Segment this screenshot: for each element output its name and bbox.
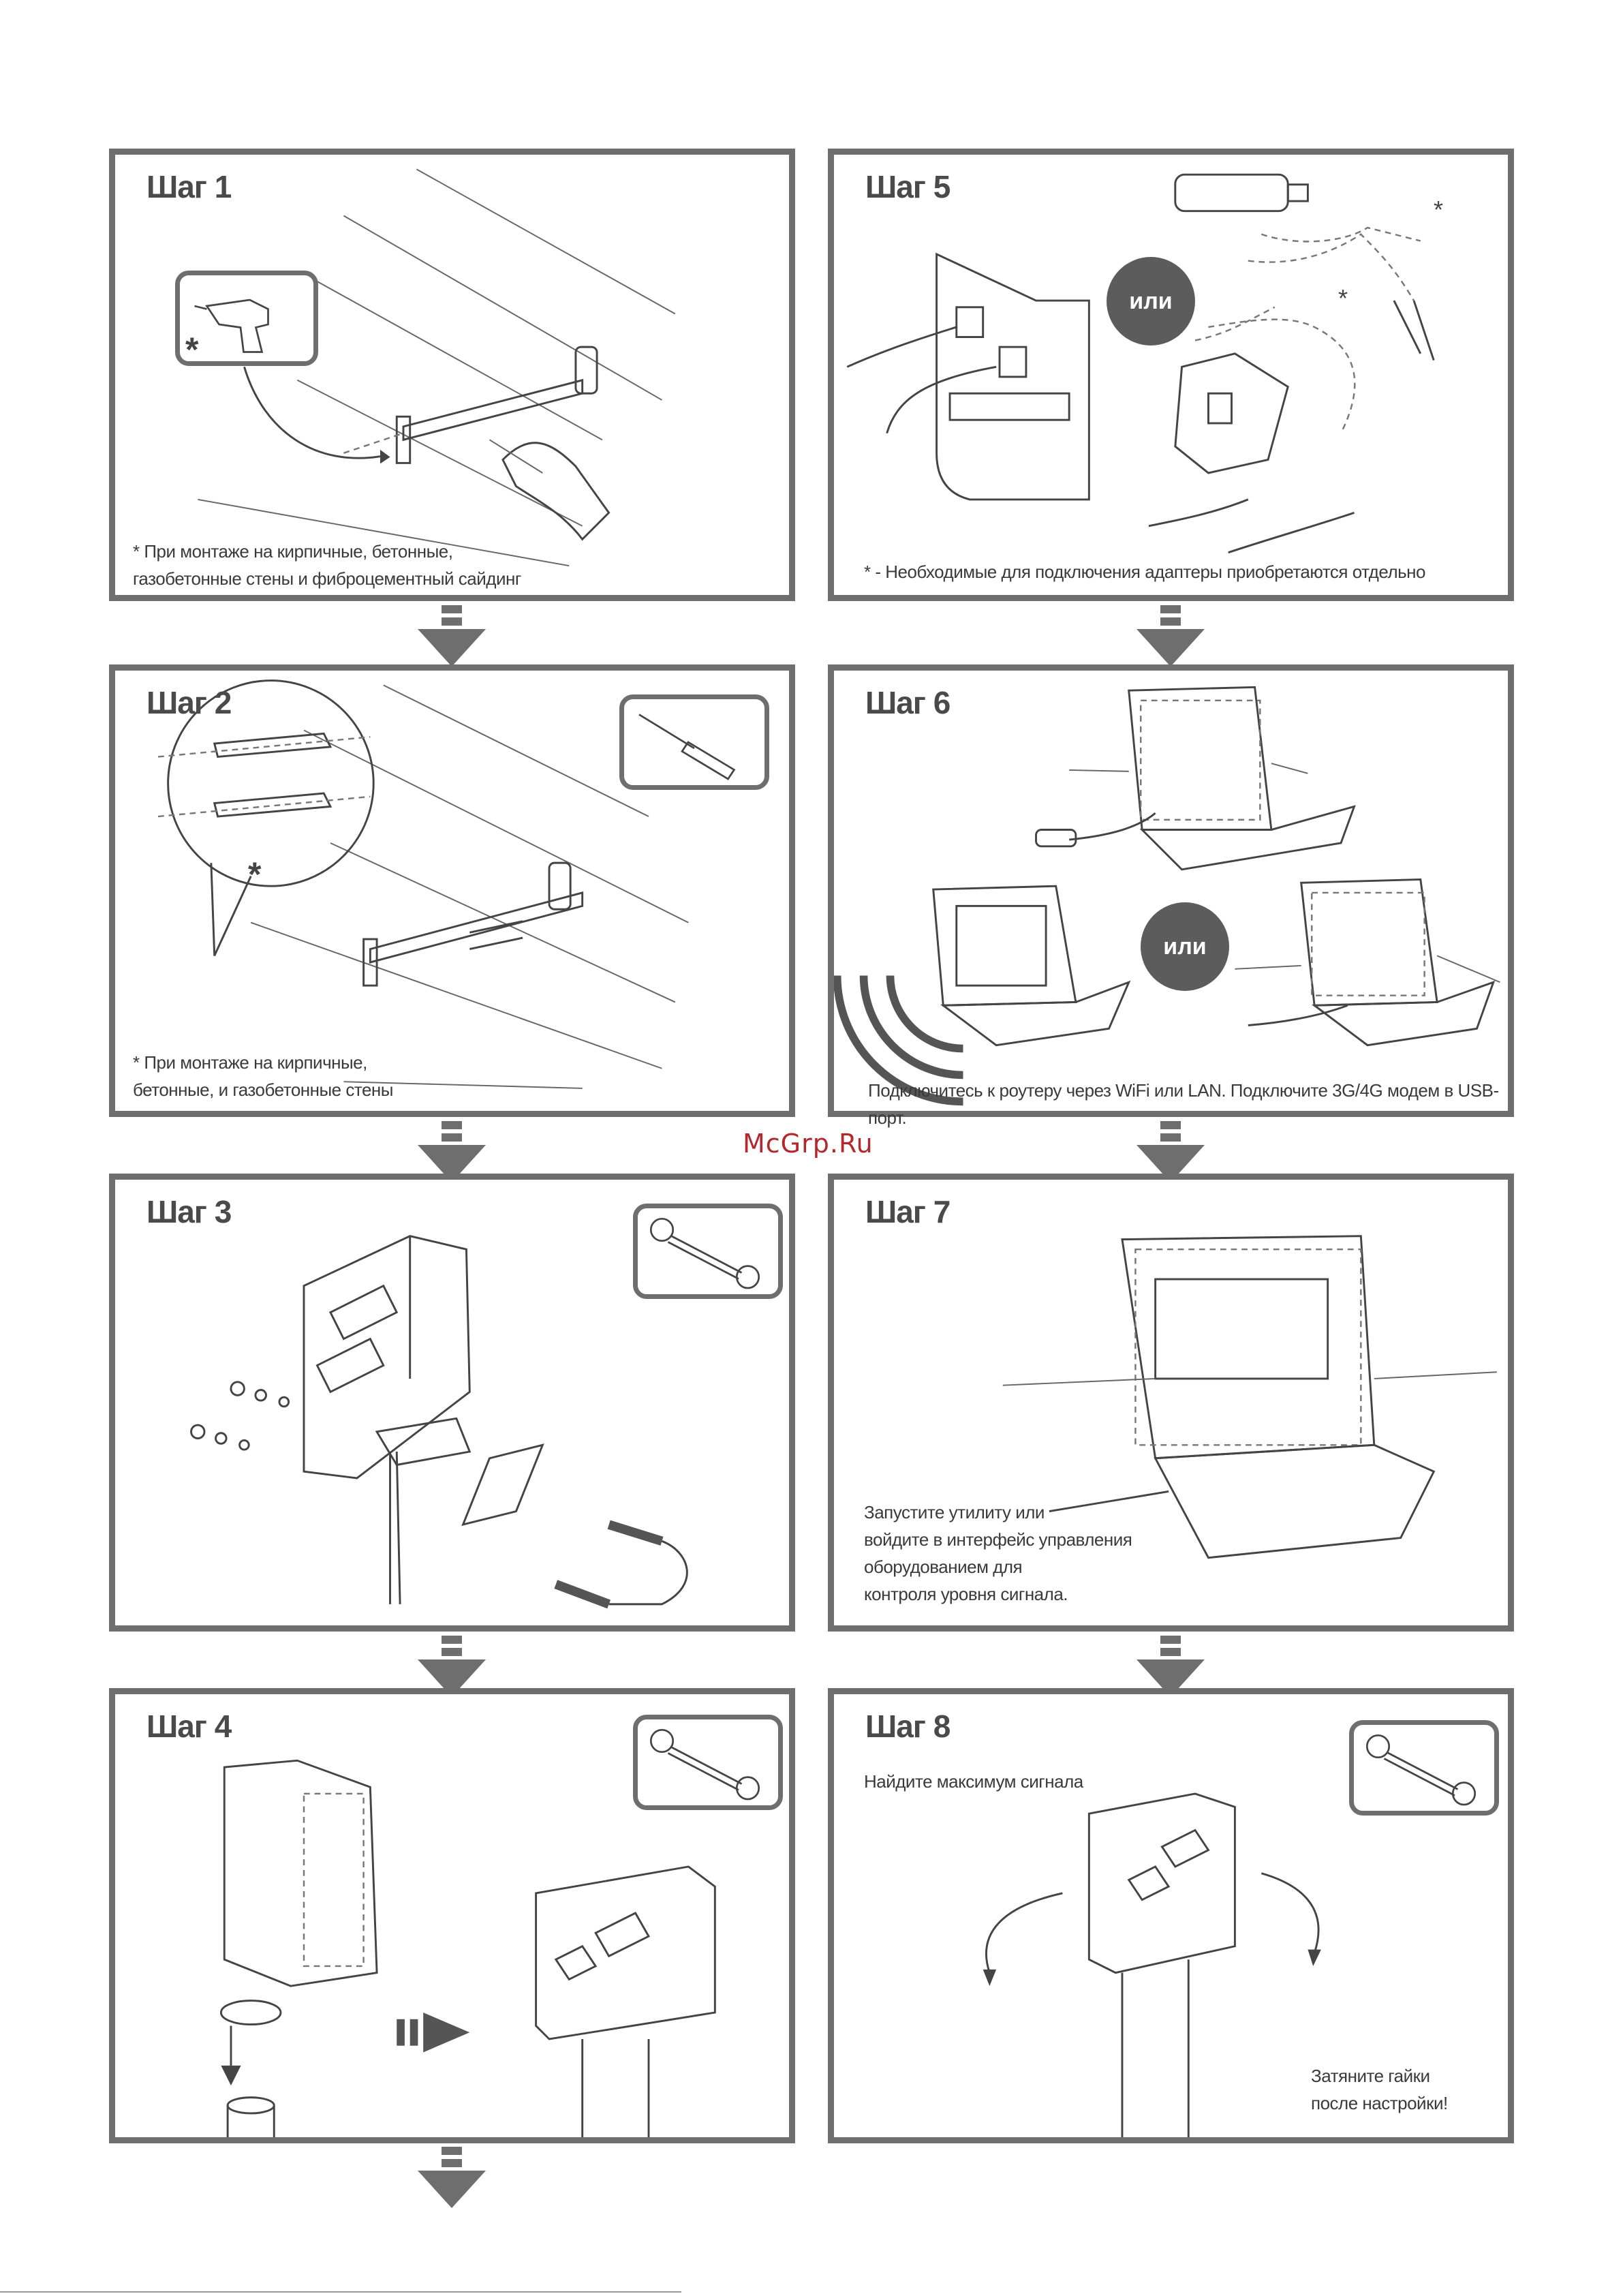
or-badge-step-6: или xyxy=(1141,902,1229,991)
step-2-note: * При монтаже на кирпичные, бетонные, и … xyxy=(133,1052,393,1100)
pocket-router-icon xyxy=(1174,352,1289,474)
laptop-icon xyxy=(932,885,1131,1047)
wrench-tool-box xyxy=(633,1204,783,1299)
page-bottom-rule xyxy=(0,2291,681,2293)
arrow-down-icon xyxy=(1137,1636,1205,1697)
step-2-panel: Шаг 2 * * При монтаже на кирпичные, бето… xyxy=(109,664,795,1117)
arrow-down-icon xyxy=(418,605,486,667)
step-4-panel: Шаг 4 xyxy=(109,1688,795,2143)
wrench-icon xyxy=(649,1217,760,1289)
wrench-icon xyxy=(649,1728,760,1801)
step-3-panel: Шаг 3 xyxy=(109,1174,795,1632)
antenna-icon xyxy=(1087,1792,1236,1974)
antenna-icon xyxy=(535,1865,716,2040)
step-8-illustration xyxy=(983,1792,1321,2137)
step-8-title: Шаг 8 xyxy=(865,1709,950,1744)
or-badge-step-5: или xyxy=(1107,257,1195,346)
arrow-down-icon xyxy=(1137,1121,1205,1182)
wrench-tool-box xyxy=(1349,1720,1499,1816)
screwdriver-tool-box xyxy=(619,694,769,790)
antenna-icon xyxy=(223,1759,378,1987)
step-8-panel: Шаг 8 Найдите максимум сигнала Затяните … xyxy=(828,1688,1514,2143)
drill-icon xyxy=(194,299,269,353)
router-icon xyxy=(936,252,1090,501)
step-6-illustration xyxy=(834,686,1500,1106)
wrench-icon xyxy=(1365,1734,1477,1806)
laptop-icon xyxy=(1128,686,1356,871)
step-6-title: Шаг 6 xyxy=(865,685,950,720)
step-7-panel: Шаг 7 Запустите утилиту или войдите в ин… xyxy=(828,1174,1514,1632)
wrench-tool-box xyxy=(633,1715,783,1810)
step-8-subtitle: Найдите максимум сигнала xyxy=(864,1771,1083,1792)
step-7-title: Шаг 7 xyxy=(865,1194,950,1229)
step-8-tighten-text: Затяните гайки после настройки! xyxy=(1311,2066,1448,2113)
step-1-title: Шаг 1 xyxy=(146,169,232,204)
step-5-note: * - Необходимые для подключения адаптеры… xyxy=(864,562,1425,582)
step-1-panel: Шаг 1 * * При монтаже на кирпичные, бето… xyxy=(109,149,795,601)
step-1-note: * При монтаже на кирпичные, бетонные, га… xyxy=(133,541,521,589)
step-3-illustration xyxy=(190,1235,688,1609)
step-6-panel: Шаг 6 или Подключитесь к роутеру через W… xyxy=(828,664,1514,1128)
drill-tool-box: * xyxy=(175,271,318,369)
step-2-illustration xyxy=(157,679,689,1089)
step-2-asterisk: * xyxy=(248,855,262,893)
step-4-title: Шаг 4 xyxy=(146,1709,232,1744)
watermark: McGrp.Ru xyxy=(743,1129,874,1159)
antenna-icon xyxy=(303,1235,471,1480)
step-2-title: Шаг 2 xyxy=(146,685,232,720)
step-6-note: Подключитесь к роутеру через WiFi или LA… xyxy=(868,1080,1499,1128)
usb-modem-icon xyxy=(1174,173,1309,213)
bracket-icon xyxy=(375,1417,544,1527)
wifi-icon xyxy=(834,975,963,1106)
arrow-down-icon xyxy=(418,2147,486,2208)
step-5-asterisk-mid: * xyxy=(1338,284,1348,312)
step-3-title: Шаг 3 xyxy=(146,1194,232,1229)
arrow-down-icon xyxy=(418,1121,486,1182)
arrow-down-icon xyxy=(418,1636,486,1697)
arrow-right-icon xyxy=(397,2012,470,2053)
step-4-illustration xyxy=(219,1759,716,2137)
arrow-down-icon xyxy=(1137,605,1205,667)
laptop-icon xyxy=(1300,878,1496,1047)
step-5-illustration xyxy=(846,173,1435,554)
step-7-illustration xyxy=(1002,1235,1497,1559)
step-5-panel: Шаг 5 или * * * - Необходимые для подклю… xyxy=(828,149,1514,601)
drill-asterisk: * xyxy=(185,331,199,369)
step-7-note: Запустите утилиту или войдите в интерфей… xyxy=(864,1502,1132,1604)
laptop-icon xyxy=(1121,1235,1436,1559)
step-5-title: Шаг 5 xyxy=(865,169,950,204)
step-5-asterisk-top: * xyxy=(1434,196,1444,224)
step-1-illustration xyxy=(198,168,676,567)
screwdriver-icon xyxy=(638,714,736,780)
